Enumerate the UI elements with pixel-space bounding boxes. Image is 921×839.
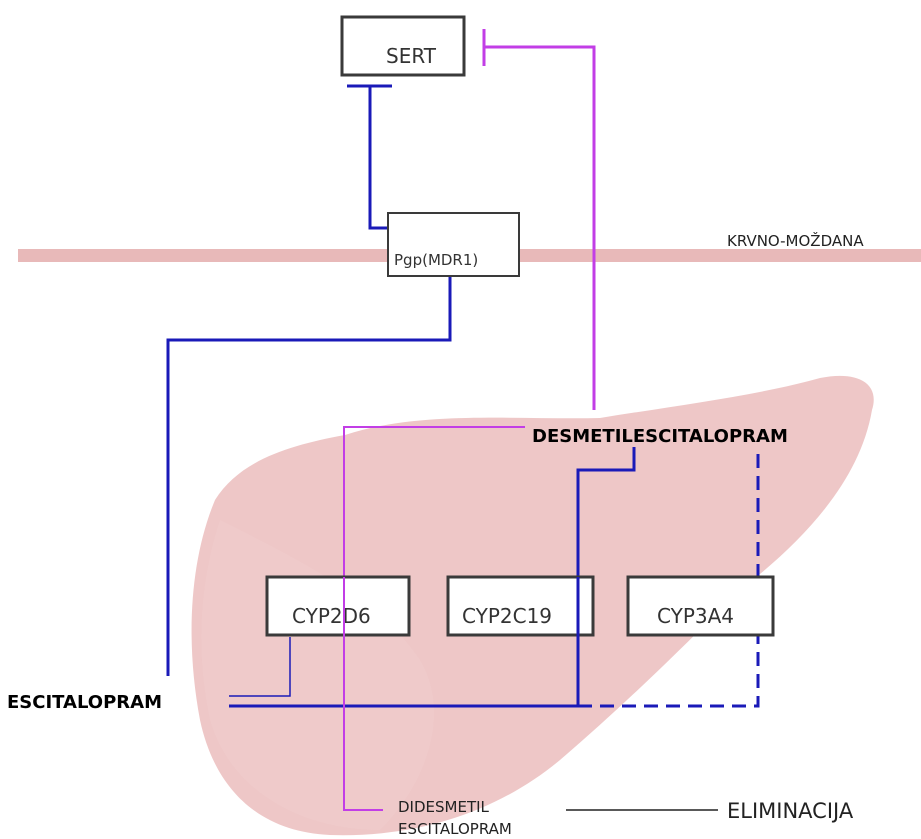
pgp-to-sert-line bbox=[368, 86, 388, 230]
cyp2c19-box bbox=[446, 575, 595, 637]
cyp3a4-label: CYP3A4 bbox=[657, 604, 734, 628]
cyp2d6-label: CYP2D6 bbox=[292, 604, 371, 628]
cyp2c19-label: CYP2C19 bbox=[462, 604, 552, 628]
liver-lobe-shading bbox=[201, 520, 435, 830]
sert-box bbox=[340, 15, 466, 77]
desmetilescitalopram-label: DESMETILESCITALOPRAM bbox=[532, 426, 788, 447]
desmetil-paths bbox=[482, 29, 596, 410]
cyp2d6-box bbox=[265, 575, 411, 637]
didesmetil-label-line1: DIDESMETIL bbox=[398, 798, 490, 816]
cyp3a4-dashed-path bbox=[578, 447, 760, 708]
pgp-box bbox=[387, 212, 520, 277]
didesmetil-label-line2: ESCITALOPRAM bbox=[398, 820, 512, 838]
desmetil-to-sert-line bbox=[484, 45, 596, 410]
pgp-label: Pgp(MDR1) bbox=[394, 251, 478, 269]
escitalopram-label: ESCITALOPRAM bbox=[7, 692, 162, 713]
sert-label: SERT bbox=[386, 44, 437, 68]
barrier-label: KRVNO-MOŽDANA bbox=[727, 231, 864, 250]
escitalopram-to-cyp2d6-line bbox=[229, 637, 291, 697]
cyp3a4-box bbox=[626, 575, 775, 637]
desmetil-to-cyp2d6-line bbox=[343, 426, 525, 590]
eliminacija-label: ELIMINACIJA bbox=[727, 799, 854, 823]
pgp-to-escitalopram-line bbox=[166, 276, 452, 676]
cyp2d6-to-didesmetil-line bbox=[343, 637, 383, 811]
